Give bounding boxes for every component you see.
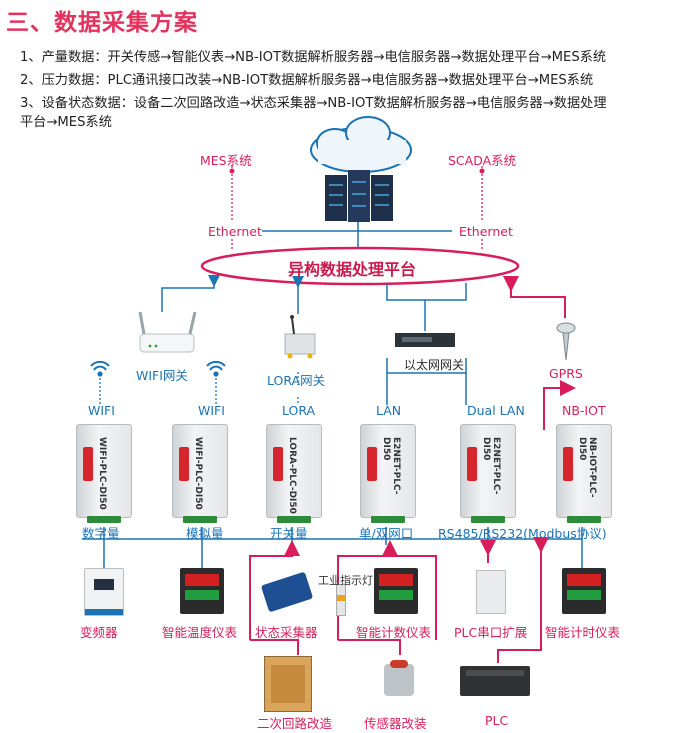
channel-label-wifi-2: WIFI [198, 403, 225, 418]
lora-gateway-label: LORA网关 [267, 373, 326, 388]
server-rack-icon [325, 170, 393, 222]
secondary-loop-image [264, 656, 312, 712]
channel-label-lora: LORA [282, 403, 316, 418]
count-meter-image [374, 568, 418, 614]
inverter-label: 变频器 [80, 625, 118, 640]
device-module-6: NB-IOT-PLC-DI50 [556, 424, 612, 523]
ethernet-label-left: Ethernet [208, 224, 262, 239]
bus-label-serial: RS485/RS232(Modbus协议) [438, 526, 607, 541]
mes-system-label: MES系统 [200, 153, 252, 168]
ethernet-label-right: Ethernet [459, 224, 513, 239]
wifi-icon-left [90, 360, 110, 377]
plc-extension-label: PLC串口扩展 [454, 625, 528, 640]
state-collector-label: 状态采集器 [255, 625, 318, 640]
gprs-tower-icon [556, 322, 576, 361]
timer-meter-image [562, 568, 606, 614]
indicator-light-image [336, 584, 346, 616]
flow-pressure: 2、压力数据：PLC通讯接口改装→NB-IOT数据解析服务器→电信服务器→数据处… [20, 73, 594, 88]
plc-image [460, 666, 530, 696]
platform-label: 异构数据处理平台 [288, 260, 417, 279]
bus-label-net: 单/双网口 [359, 526, 414, 541]
device-module-5: E2NET-PLC-DI50 [460, 424, 516, 523]
temp-meter-label: 智能温度仪表 [162, 625, 238, 640]
cloud-icon [310, 116, 412, 173]
platform-ellipse [200, 246, 520, 286]
device-model-label: E2NET-PLC-DI50 [381, 437, 401, 495]
flow-status: 3、设备状态数据：设备二次回路改造→状态采集器→NB-IOT数据解析服务器→电信… [20, 96, 607, 111]
lora-gateway-icon [284, 315, 316, 359]
scada-system-label: SCADA系统 [448, 153, 517, 168]
inverter-image [84, 568, 124, 616]
wifi-router-icon [138, 311, 197, 353]
bus-label-switch: 开关量 [270, 526, 308, 541]
device-model-label: E2NET-PLC-DI50 [481, 437, 501, 495]
temperature-meter-image [180, 568, 224, 614]
timer-meter-label: 智能计时仪表 [545, 625, 621, 640]
count-meter-label: 智能计数仪表 [356, 625, 432, 640]
channel-label-wifi-1: WIFI [88, 403, 115, 418]
bus-label-digital: 数字量 [82, 526, 120, 541]
wifi-icon-right [206, 360, 226, 377]
bus-label-analog: 模拟量 [186, 526, 224, 541]
device-module-3: LORA-PLC-DI50 [266, 424, 322, 523]
flow-status-cont: 平台→MES系统 [20, 115, 112, 130]
secondary-loop-label: 二次回路改造 [257, 716, 333, 731]
plc-extension-image [476, 570, 506, 614]
flow-production: 1、产量数据：开关传感→智能仪表→NB-IOT数据解析服务器→电信服务器→数据处… [20, 50, 607, 65]
device-module-4: E2NET-PLC-DI50 [360, 424, 416, 523]
ethernet-gateway-label: 以太网网关 [404, 358, 465, 372]
channel-label-nbiot: NB-IOT [562, 403, 606, 418]
device-model-label: WIFI-PLC-DI50 [193, 437, 203, 510]
device-model-label: NB-IOT-PLC-DI50 [577, 437, 597, 498]
wifi-gateway-label: WIFI网关 [136, 368, 188, 383]
device-model-label: LORA-PLC-DI50 [287, 437, 297, 514]
channel-label-dual-lan: Dual LAN [467, 403, 525, 418]
gprs-label: GPRS [549, 366, 583, 381]
sensor-label: 传感器改装 [364, 716, 427, 731]
device-model-label: WIFI-PLC-DI50 [97, 437, 107, 510]
plc-label: PLC [485, 713, 509, 728]
indicator-label: 工业指示灯 [318, 574, 373, 587]
ethernet-switch-icon [395, 333, 455, 347]
device-module-2: WIFI-PLC-DI50 [172, 424, 228, 523]
device-module-1: WIFI-PLC-DI50 [76, 424, 132, 523]
sensor-image [384, 660, 414, 696]
page-title: 三、数据采集方案 [6, 10, 198, 36]
channel-label-lan: LAN [376, 403, 402, 418]
